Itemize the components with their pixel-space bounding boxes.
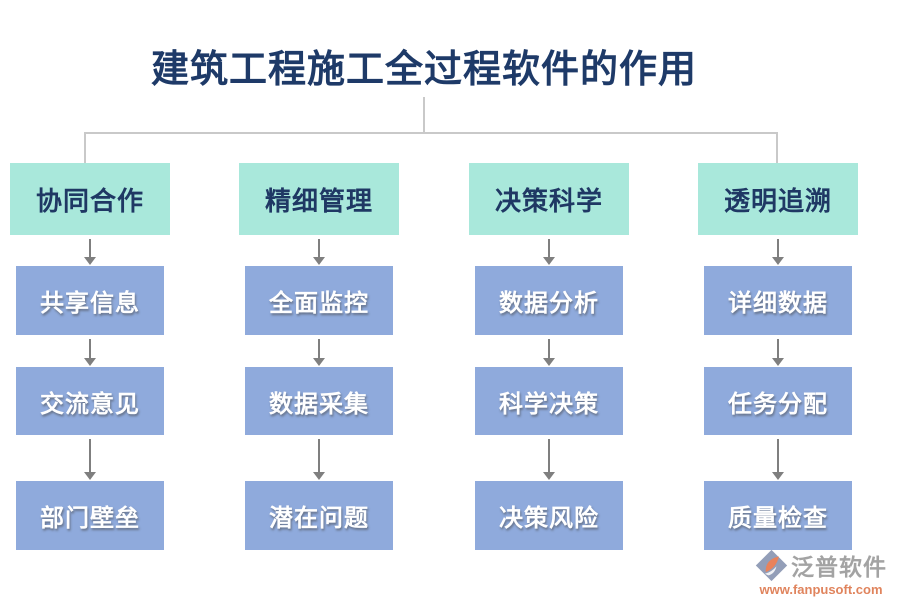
arrow-stem (548, 339, 550, 358)
arrow-stem (548, 239, 550, 257)
arrow-head (772, 472, 784, 480)
arrow-head (543, 358, 555, 366)
arrow-head (84, 257, 96, 265)
down-arrow-icon (543, 335, 555, 367)
item-box: 科学决策 (475, 367, 623, 435)
header-label: 透明追溯 (723, 186, 832, 216)
item-label: 详细数据 (728, 291, 828, 317)
down-arrow-icon (84, 335, 96, 367)
diagram-title: 建筑工程施工全过程软件的作用 (150, 49, 698, 91)
arrow-stem (89, 439, 91, 472)
arrow-head (84, 358, 96, 366)
arrow-head (313, 358, 325, 366)
watermark-row: 泛普软件 (755, 548, 887, 582)
down-arrow-icon (543, 435, 555, 481)
down-arrow-icon (772, 235, 784, 266)
column-collaboration: 协同合作 共享信息 交流意见 部门壁垒 (8, 163, 172, 550)
item-box: 全面监控 (245, 266, 393, 335)
down-arrow-icon (772, 435, 784, 481)
arrow-stem (318, 239, 320, 257)
arrow-stem (89, 339, 91, 358)
item-box: 质量检查 (704, 481, 852, 550)
connector-horizontal-bar (84, 132, 778, 134)
watermark-brand: 泛普软件 (791, 555, 887, 580)
item-box: 部门壁垒 (16, 481, 164, 550)
column-transparent-trace: 透明追溯 详细数据 任务分配 质量检查 (696, 163, 860, 550)
item-label: 潜在问题 (269, 506, 369, 532)
header-box: 精细管理 (239, 163, 399, 235)
arrow-stem (89, 239, 91, 257)
item-label: 质量检查 (728, 506, 828, 532)
header-label: 决策科学 (494, 186, 603, 216)
arrow-head (313, 257, 325, 265)
arrow-stem (777, 339, 779, 358)
arrow-head (313, 472, 325, 480)
header-box: 协同合作 (10, 163, 170, 235)
item-box: 交流意见 (16, 367, 164, 435)
connector-drop-right (776, 132, 778, 163)
arrow-head (543, 257, 555, 265)
connector-drop-left (84, 132, 86, 163)
arrow-head (543, 472, 555, 480)
arrow-head (772, 358, 784, 366)
arrow-stem (777, 239, 779, 257)
item-label: 共享信息 (40, 291, 140, 317)
header-box: 决策科学 (469, 163, 629, 235)
item-label: 部门壁垒 (40, 506, 140, 532)
item-label: 数据采集 (269, 391, 369, 418)
item-box: 详细数据 (704, 266, 852, 335)
item-box: 数据采集 (245, 367, 393, 435)
down-arrow-icon (543, 235, 555, 266)
header-box: 透明追溯 (698, 163, 858, 235)
item-label: 任务分配 (728, 391, 828, 418)
arrow-stem (548, 439, 550, 472)
item-label: 交流意见 (40, 391, 140, 418)
watermark: 泛普软件 www.fanpusoft.com (748, 548, 894, 597)
arrow-head (772, 257, 784, 265)
down-arrow-icon (84, 435, 96, 481)
header-label: 精细管理 (264, 186, 373, 216)
item-label: 决策风险 (499, 506, 599, 532)
arrow-stem (318, 439, 320, 472)
fanpu-logo-icon (755, 549, 788, 581)
down-arrow-icon (84, 235, 96, 266)
watermark-url: www.fanpusoft.com (759, 582, 883, 597)
connector-title-stem (423, 97, 425, 133)
column-decision-science: 决策科学 数据分析 科学决策 决策风险 (467, 163, 631, 550)
header-label: 协同合作 (35, 186, 144, 216)
arrow-stem (777, 439, 779, 472)
item-label: 全面监控 (269, 291, 369, 317)
item-box: 数据分析 (475, 266, 623, 335)
down-arrow-icon (313, 235, 325, 266)
item-box: 潜在问题 (245, 481, 393, 550)
item-box: 决策风险 (475, 481, 623, 550)
item-box: 共享信息 (16, 266, 164, 335)
down-arrow-icon (772, 335, 784, 367)
item-label: 科学决策 (499, 391, 599, 418)
down-arrow-icon (313, 435, 325, 481)
column-fine-management: 精细管理 全面监控 数据采集 潜在问题 (237, 163, 401, 550)
arrow-stem (318, 339, 320, 358)
down-arrow-icon (313, 335, 325, 367)
arrow-head (84, 472, 96, 480)
item-label: 数据分析 (499, 291, 599, 317)
item-box: 任务分配 (704, 367, 852, 435)
